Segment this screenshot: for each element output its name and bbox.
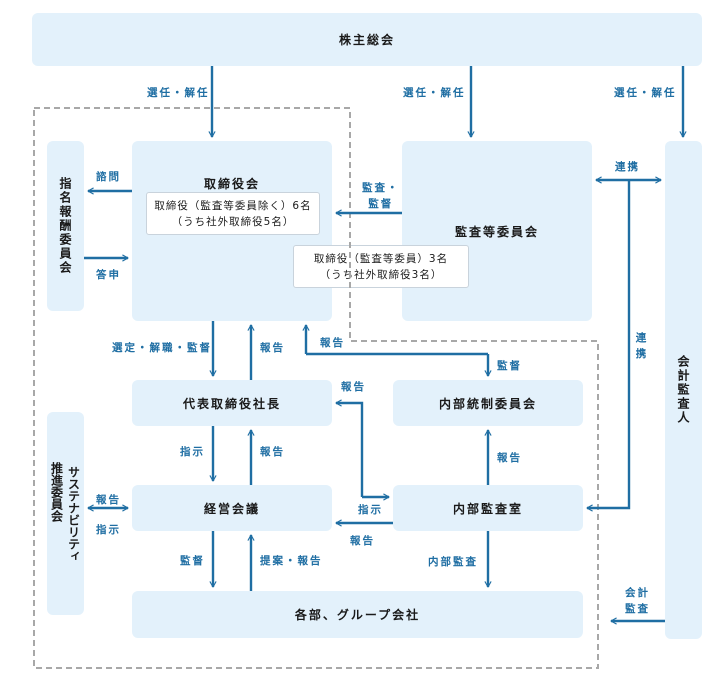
nomination-compensation-committee-label: 指名報酬委員会 — [58, 177, 72, 275]
sustainability-label-line2: 推進委員会 — [49, 461, 64, 522]
label-accounting-audit-line2: 監査 — [625, 603, 650, 615]
label-appoint: 選定・解職・監督 — [112, 342, 212, 354]
board-members-line2: （うち社外取締役5名） — [171, 215, 295, 228]
label-elect-audit: 選任・解任 — [403, 87, 466, 99]
label-report-president-board: 報告 — [260, 342, 285, 354]
label-supervise-ic: 監督 — [497, 360, 522, 372]
label-propose-report: 提案・報告 — [260, 555, 323, 567]
arrow-report-ia-president — [336, 403, 364, 497]
label-audit-supervise: 監査・ 監督 — [362, 180, 400, 212]
board-of-directors-label: 取締役会 — [203, 177, 260, 191]
president-box: 代表取締役社長 — [132, 380, 332, 426]
internal-audit-office-box: 内部監査室 — [393, 485, 583, 531]
label-cooperation-top: 連携 — [615, 161, 640, 173]
accounting-auditor-box: 会計監査人 — [665, 141, 702, 639]
label-cooperation-side: 連 携 — [635, 330, 649, 362]
label-accounting-audit: 会計 監査 — [625, 585, 650, 617]
label-report-ia-mgmt: 報告 — [350, 535, 375, 547]
label-instruct-ia: 指示 — [358, 504, 383, 516]
label-audit-supervise-line1: 監査・ — [362, 182, 400, 194]
departments-group-companies-box: 各部、グループ会社 — [132, 591, 583, 638]
sustainability-label-line1: サステナビリティ — [66, 465, 81, 562]
dashed-boundary — [33, 107, 599, 669]
internal-control-committee-box: 内部統制委員会 — [393, 380, 583, 426]
departments-group-companies-label: 各部、グループ会社 — [294, 608, 421, 622]
label-answer: 答申 — [96, 269, 121, 281]
label-report-mgmt-president: 報告 — [260, 446, 285, 458]
accounting-auditor-label: 会計監査人 — [676, 355, 690, 425]
label-cooperation-side-1: 連 — [635, 332, 649, 344]
shareholders-meeting-label: 株主総会 — [338, 33, 395, 47]
label-accounting-audit-line1: 会計 — [625, 587, 650, 599]
label-report-ic-board: 報告 — [320, 337, 345, 349]
board-members-note: 取締役（監査等委員除く）6名 （うち社外取締役5名） — [146, 192, 320, 235]
label-sustainability-instruct: 指示 — [96, 524, 121, 536]
label-audit-supervise-line2: 監督 — [368, 198, 394, 210]
label-consult: 諮問 — [96, 171, 121, 183]
shareholders-meeting-box: 株主総会 — [32, 13, 702, 66]
audit-members-line1: 取締役（監査等委員）3名 — [313, 252, 449, 265]
audit-committee-box: 監査等委員会 — [402, 141, 592, 321]
label-cooperation-side-2: 携 — [635, 348, 649, 360]
label-report-ia-ic: 報告 — [497, 452, 522, 464]
label-elect-board: 選任・解任 — [147, 87, 210, 99]
label-supervise-dept: 監督 — [180, 555, 205, 567]
audit-committee-label: 監査等委員会 — [454, 224, 539, 239]
sustainability-committee-box: サステナビリティ 推進委員会 — [47, 412, 84, 615]
label-report-ia-president: 報告 — [341, 381, 366, 393]
internal-audit-office-label: 内部監査室 — [452, 501, 523, 516]
label-sustainability-report: 報告 — [96, 494, 121, 506]
management-meeting-label: 経営会議 — [203, 501, 260, 516]
management-meeting-box: 経営会議 — [132, 485, 332, 531]
label-instruct-mgmt: 指示 — [180, 446, 205, 458]
arrow-cooperation-internal-audit — [587, 180, 631, 508]
president-label: 代表取締役社長 — [182, 396, 281, 411]
board-members-line1: 取締役（監査等委員除く）6名 — [154, 199, 312, 212]
label-elect-auditor: 選任・解任 — [614, 87, 677, 99]
internal-control-committee-label: 内部統制委員会 — [438, 396, 537, 411]
label-internal-audit: 内部監査 — [428, 556, 478, 568]
nomination-compensation-committee-box: 指名報酬委員会 — [47, 141, 84, 311]
